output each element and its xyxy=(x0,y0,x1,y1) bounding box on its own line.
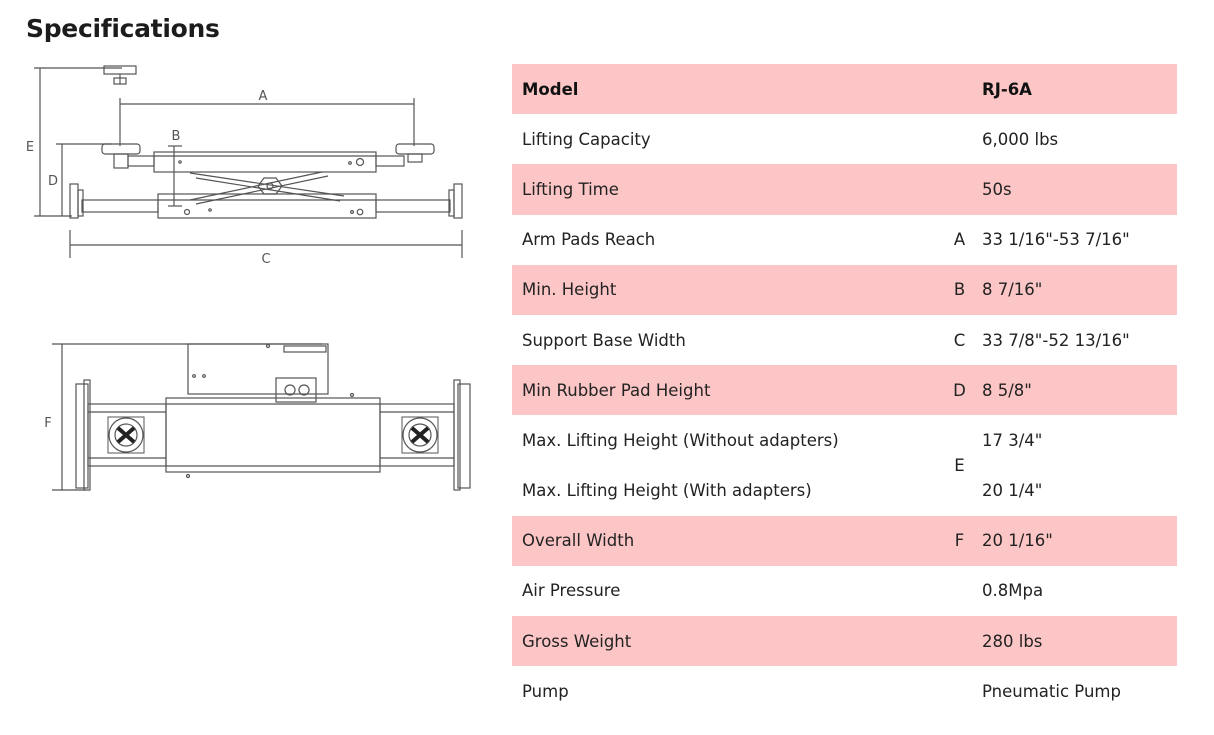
spec-value: 20 1/16" xyxy=(982,515,1177,566)
spec-ref: A xyxy=(953,230,966,250)
table-row: Support Base Width C 33 7/8"-52 13/16" xyxy=(512,315,1177,365)
spec-name: Lifting Time xyxy=(512,164,937,215)
right-arm-pad xyxy=(395,143,435,155)
left-rubber-pad xyxy=(108,417,144,453)
spec-ref xyxy=(937,114,982,164)
right-end-bar xyxy=(453,379,461,491)
spec-name: Min Rubber Pad Height xyxy=(512,365,937,416)
control-box xyxy=(187,343,329,395)
spec-value: 6,000 lbs xyxy=(982,129,1059,149)
label-c: C xyxy=(261,252,270,267)
table-row: Max. Lifting Height (Without adapters) E… xyxy=(512,415,1177,475)
page-title: Specifications xyxy=(26,14,220,43)
header-ref xyxy=(937,64,982,115)
spec-name: Max. Lifting Height (Without adapters) xyxy=(522,430,839,450)
table-row: Overall Width F 20 1/16" xyxy=(512,515,1177,566)
spec-value: 33 1/16"-53 7/16" xyxy=(982,230,1130,250)
spec-name: Gross Weight xyxy=(512,616,937,667)
label-f: F xyxy=(44,416,51,431)
table-row: Max. Lifting Height (With adapters) 20 1… xyxy=(512,466,1177,516)
header-model-value: RJ-6A xyxy=(982,64,1177,115)
lower-beam xyxy=(81,199,159,213)
right-rubber-pad xyxy=(402,417,438,453)
spec-name: Min. Height xyxy=(512,264,937,315)
table-row: Arm Pads Reach A 33 1/16"-53 7/16" xyxy=(512,215,1177,265)
spec-value: 17 3/4" xyxy=(982,430,1043,450)
spec-value: 20 1/4" xyxy=(982,481,1043,501)
main-frame xyxy=(165,397,381,473)
spec-value: Pneumatic Pump xyxy=(982,681,1121,701)
spec-value: 8 7/16" xyxy=(982,264,1177,315)
spec-ref xyxy=(937,566,982,616)
spec-value: 8 5/8" xyxy=(982,365,1177,416)
spec-ref: D xyxy=(937,365,982,416)
spec-ref xyxy=(937,616,982,667)
spec-ref: B xyxy=(937,264,982,315)
table-row: Min Rubber Pad Height D 8 5/8" xyxy=(512,365,1177,416)
left-end-bar xyxy=(75,383,89,489)
jack-dimension-diagram: A B C D E F xyxy=(22,60,482,510)
left-arm-pad xyxy=(101,143,141,155)
right-end-plate xyxy=(453,183,463,219)
spec-ref xyxy=(937,164,982,215)
label-e: E xyxy=(26,140,34,155)
label-a: A xyxy=(259,89,268,104)
spec-ref: F xyxy=(937,515,982,566)
left-end-plate xyxy=(69,183,79,219)
spec-value: 280 lbs xyxy=(982,616,1177,667)
spec-name: Air Pressure xyxy=(522,581,621,601)
spec-name: Arm Pads Reach xyxy=(522,230,656,250)
spec-name: Pump xyxy=(522,681,569,701)
table-header-row: Model RJ-6A xyxy=(512,64,1177,115)
spec-name: Support Base Width xyxy=(522,330,686,350)
table-row: Pump Pneumatic Pump xyxy=(512,666,1177,716)
header-model-label: Model xyxy=(512,64,937,115)
upper-beam xyxy=(153,151,377,173)
label-d: D xyxy=(48,174,58,189)
spec-name: Overall Width xyxy=(512,515,937,566)
spec-ref xyxy=(937,666,982,716)
spec-value: 33 7/8"-52 13/16" xyxy=(982,330,1130,350)
spec-value: 50s xyxy=(982,164,1177,215)
table-row: Gross Weight 280 lbs xyxy=(512,616,1177,667)
spec-value: 0.8Mpa xyxy=(982,581,1044,601)
jack-drawing: A B C D E F xyxy=(26,65,471,491)
table-row: Min. Height B 8 7/16" xyxy=(512,264,1177,315)
spec-ref: E xyxy=(954,456,965,475)
spec-name: Max. Lifting Height (With adapters) xyxy=(522,481,812,501)
raised-pad xyxy=(103,65,137,75)
spec-name: Lifting Capacity xyxy=(522,129,651,149)
table-row: Air Pressure 0.8Mpa xyxy=(512,566,1177,616)
table-row: Lifting Capacity 6,000 lbs xyxy=(512,114,1177,164)
specifications-table: Model RJ-6A Lifting Capacity 6,000 lbs L… xyxy=(512,64,1177,716)
table-row: Lifting Time 50s xyxy=(512,164,1177,215)
label-b: B xyxy=(172,129,181,144)
spec-ref: C xyxy=(953,330,966,350)
